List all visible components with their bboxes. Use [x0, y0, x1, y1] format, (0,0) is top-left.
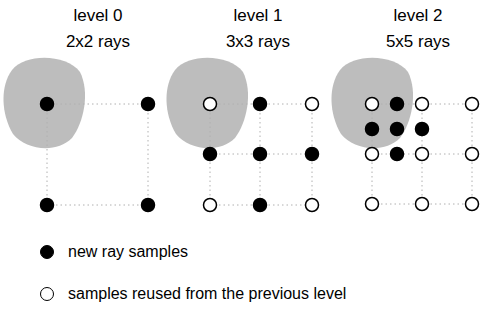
level-heading: level 1: [233, 6, 282, 26]
new-sample-dot: [391, 98, 404, 111]
new-sample-dot: [254, 98, 267, 111]
reused-sample-dot: [306, 199, 319, 212]
new-sample-dot: [204, 148, 217, 161]
legend-label: new ray samples: [68, 242, 188, 262]
reused-sample-dot: [366, 148, 379, 161]
legend-swatch-filled: [40, 245, 54, 259]
reused-sample-dot: [466, 148, 479, 161]
legend-swatch-hollow: [40, 287, 54, 301]
grid-line: [47, 205, 148, 206]
object-region: [3, 58, 85, 148]
ray-count: 5x5 rays: [386, 32, 450, 52]
legend-label: samples reused from the previous level: [68, 284, 346, 304]
grid-line: [148, 104, 149, 205]
new-sample-dot: [366, 123, 379, 136]
grid-line: [47, 104, 148, 105]
reused-sample-dot: [466, 98, 479, 111]
ray-count: 2x2 rays: [66, 32, 130, 52]
new-sample-dot: [142, 199, 155, 212]
object-region: [331, 58, 413, 148]
reused-sample-dot: [416, 148, 429, 161]
new-sample-dot: [391, 123, 404, 136]
object-region: [166, 58, 248, 148]
reused-sample-dot: [416, 198, 429, 211]
new-sample-dot: [41, 98, 54, 111]
reused-sample-dot: [306, 98, 319, 111]
new-sample-dot: [391, 148, 404, 161]
reused-sample-dot: [204, 199, 217, 212]
reused-sample-dot: [366, 198, 379, 211]
reused-sample-dot: [204, 98, 217, 111]
new-sample-dot: [254, 148, 267, 161]
level-heading: level 0: [73, 6, 122, 26]
reused-sample-dot: [366, 98, 379, 111]
reused-sample-dot: [466, 198, 479, 211]
level-heading: level 2: [393, 6, 442, 26]
new-sample-dot: [142, 98, 155, 111]
new-sample-dot: [416, 123, 429, 136]
grid-line: [47, 104, 48, 205]
new-sample-dot: [306, 148, 319, 161]
ray-count: 3x3 rays: [226, 32, 290, 52]
new-sample-dot: [254, 199, 267, 212]
new-sample-dot: [41, 199, 54, 212]
reused-sample-dot: [416, 98, 429, 111]
